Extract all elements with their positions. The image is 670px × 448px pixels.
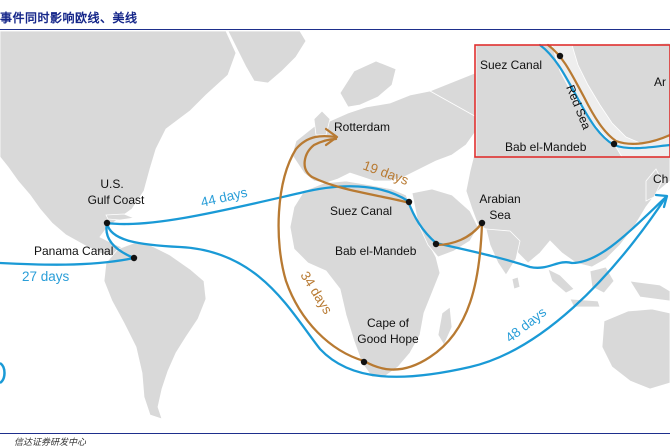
route-rotterdam-arrowhead [324, 127, 339, 147]
waypoints [103, 198, 486, 366]
route-mandeb-to-arabian-sea [434, 221, 484, 247]
label-cape-line1: Cape of [367, 316, 410, 330]
dot-panama-canal [130, 254, 138, 262]
land-madagascar [437, 306, 453, 346]
land-sumatra [547, 268, 575, 294]
route-gulf-to-suez [105, 185, 410, 226]
inset-dot-mandeb [610, 140, 618, 148]
land-south-america [103, 242, 207, 420]
label-suez-canal: Suez Canal [330, 204, 392, 218]
land-new-guinea [629, 280, 670, 302]
label-china-partial: Ch [653, 172, 668, 186]
route-panama-west [0, 256, 136, 266]
dot-bab-el-mandeb [432, 240, 440, 248]
dot-cape-of-good-hope [360, 358, 368, 366]
inset-dot-suez [556, 52, 564, 60]
dot-arabian-sea [478, 219, 486, 227]
inset-red-sea: Suez Canal Red Sea Bab el-Mandeb Ar [474, 43, 670, 158]
land-cuba [105, 213, 136, 221]
route-arabian-to-cape [362, 221, 484, 371]
route-mandeb-to-china [434, 195, 668, 269]
route-china-arrowhead [654, 193, 669, 209]
dot-us-gulf-coast [103, 219, 111, 227]
duration-panama: 27 days [22, 269, 70, 284]
source-note: 信达证券研发中心 [14, 438, 87, 448]
route-gulf-to-panama [105, 221, 136, 260]
land-africa [289, 180, 441, 378]
logo-partial [0, 361, 6, 385]
inset-label-bab-el-mandeb: Bab el-Mandeb [505, 140, 587, 154]
land-scandinavia [339, 60, 397, 108]
label-cape-line2: Good Hope [357, 332, 419, 346]
shipping-route-map: Rotterdam U.S. Gulf Coast Panama Canal S… [0, 31, 670, 432]
land-australia [601, 308, 670, 390]
label-us-gulf-line1: U.S. [100, 177, 123, 191]
figure-title: 事件同时影响欧线、美线 [0, 11, 138, 25]
land-sri-lanka [511, 276, 521, 290]
inset-route-blue [538, 43, 670, 150]
inset-frame [474, 44, 670, 158]
route-cape-to-china [105, 195, 668, 378]
figure-header: 事件同时影响欧线、美线 [0, 0, 670, 30]
inset-land-arabia [571, 44, 670, 144]
label-bab-el-mandeb: Bab el-Mandeb [335, 244, 417, 258]
label-arabian-sea-line1: Arabian [479, 192, 520, 206]
land-japan [645, 168, 663, 202]
land-north-america [0, 31, 237, 258]
routes [0, 127, 669, 378]
label-panama-canal: Panama Canal [34, 244, 113, 258]
inset-label-arabia-partial: Ar [654, 75, 666, 89]
figure-footer: 信达证券研发中心 [0, 433, 670, 448]
duration-cape-to-china: 48 days [503, 304, 550, 345]
land-india [485, 228, 521, 276]
inset-label-suez-canal: Suez Canal [480, 58, 542, 72]
land-europe [291, 90, 481, 184]
label-arabian-sea-line2: Sea [489, 208, 511, 222]
route-suez-to-rotterdam [303, 137, 412, 205]
land-greenland [227, 31, 307, 84]
dot-suez-canal [405, 198, 413, 206]
label-rotterdam: Rotterdam [334, 120, 390, 134]
route-cape-to-rotterdam [277, 134, 366, 363]
inset-land [475, 44, 670, 158]
label-us-gulf-line2: Gulf Coast [88, 193, 145, 207]
inset-route-brown [546, 43, 670, 145]
map-svg: Rotterdam U.S. Gulf Coast Panama Canal S… [0, 31, 670, 420]
